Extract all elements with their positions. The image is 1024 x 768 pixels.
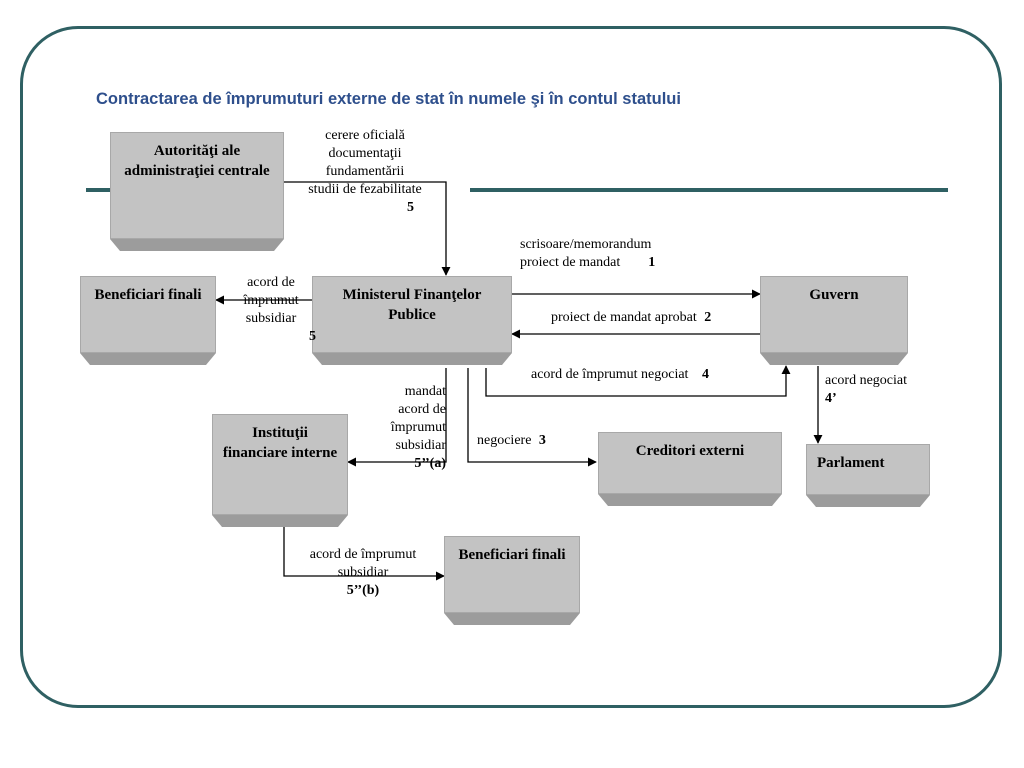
label-negociere: negociere 3 — [477, 432, 546, 450]
box-creditori-shadow — [598, 494, 782, 506]
label-cerere: cerere oficială documentaţii fundamentăr… — [298, 127, 432, 217]
box-beneficiari-1-label: Beneficiari finali — [94, 287, 202, 303]
label-acord-negociat-step: 4’ — [825, 391, 837, 406]
label-cerere-step: 5 — [407, 200, 414, 215]
label-acord-negociat-text: acord negociat — [825, 373, 908, 388]
diagram-title: Contractarea de împrumuturi externe de s… — [96, 90, 681, 108]
box-ministerul: Ministerul Finanţelor Publice — [312, 276, 512, 353]
label-mandat: mandat acord de împrumut subsidiar 5’’(a… — [356, 383, 446, 473]
label-aprobat-step: 2 — [704, 310, 712, 325]
arrow-negociat-to-guvern — [485, 365, 791, 397]
box-institutii: Instituţii financiare interne — [212, 414, 348, 515]
label-acord-subsidiar-step: 5 — [309, 329, 316, 344]
label-negociat-step: 4 — [701, 367, 709, 382]
box-autoritati-shadow — [110, 239, 284, 251]
label-scrisoare-line2: proiect de mandat — [520, 255, 621, 270]
box-institutii-shadow — [212, 515, 348, 527]
box-ministerul-label: Ministerul Finanţelor Publice — [342, 287, 482, 323]
label-acord-subsidiar-line1: acord de — [247, 275, 295, 290]
label-scrisoare-step: 1 — [648, 255, 656, 270]
box-beneficiari-2-shadow — [444, 613, 580, 625]
label-negociere-step: 3 — [538, 433, 546, 448]
label-aprobat: proiect de mandat aprobat 2 — [551, 309, 711, 327]
box-beneficiari-2: Beneficiari finali — [444, 536, 580, 613]
label-acord-subsidiar-line2: împrumut — [243, 293, 299, 308]
box-beneficiari-1-shadow — [80, 353, 216, 365]
box-beneficiari-2-label: Beneficiari finali — [458, 547, 566, 563]
box-institutii-label: Instituţii financiare interne — [222, 425, 338, 461]
arrow-autoritati-to-ministerul — [284, 181, 451, 276]
label-cerere-line3: fundamentării — [325, 164, 405, 179]
label-aprobat-text: proiect de mandat aprobat — [551, 310, 697, 325]
label-acord-b-line1: acord de împrumut — [309, 547, 417, 562]
label-mandat-line1: mandat — [404, 384, 446, 399]
label-mandat-step: 5’’(a) — [414, 456, 446, 471]
box-ministerul-shadow — [312, 353, 512, 365]
box-beneficiari-1: Beneficiari finali — [80, 276, 216, 353]
label-acord-negociat: acord negociat 4’ — [825, 372, 907, 408]
box-guvern: Guvern — [760, 276, 908, 353]
label-scrisoare-line1: scrisoare/memorandum — [520, 237, 652, 252]
label-mandat-line4: subsidiar — [395, 438, 446, 453]
label-negociere-text: negociere — [477, 433, 532, 448]
box-parlament-shadow — [806, 495, 930, 507]
box-guvern-label: Guvern — [809, 287, 859, 303]
arrow-ministerul-to-institutii — [347, 368, 447, 467]
label-cerere-line2: documentaţii — [328, 146, 402, 161]
label-scrisoare: scrisoare/memorandum proiect de mandat 1 — [520, 236, 655, 272]
divider-left — [86, 188, 110, 192]
label-cerere-line1: cerere oficială — [325, 128, 405, 143]
label-acord-subsidiar-line3: subsidiar — [245, 311, 297, 326]
box-guvern-shadow — [760, 353, 908, 365]
arrow-ministerul-to-creditori — [467, 368, 597, 467]
box-creditori-label: Creditori externi — [635, 443, 745, 459]
label-acord-b-step: 5’’(b) — [346, 583, 380, 598]
box-creditori: Creditori externi — [598, 432, 782, 494]
label-acord-subsidiar: acord de împrumut subsidiar 5 — [226, 274, 316, 346]
arrow-institutii-to-beneficiari — [283, 527, 445, 581]
label-cerere-line4: studii de fezabilitate — [308, 182, 422, 197]
divider-right — [470, 188, 948, 192]
slide-frame — [20, 26, 1002, 708]
label-negociat-text: acord de împrumut negociat — [531, 367, 689, 382]
label-acord-b-line2: subsidiar — [337, 565, 389, 580]
label-negociat: acord de împrumut negociat 4 — [531, 366, 709, 384]
label-mandat-line2: acord de — [398, 402, 446, 417]
box-parlament-label: Parlament — [817, 455, 885, 471]
label-acord-b: acord de împrumut subsidiar 5’’(b) — [296, 546, 430, 600]
label-mandat-line3: împrumut — [390, 420, 446, 435]
box-autoritati-label: Autorităţi ale administraţiei centrale — [124, 143, 270, 179]
box-autoritati: Autorităţi ale administraţiei centrale — [110, 132, 284, 239]
box-parlament: Parlament — [806, 444, 930, 495]
